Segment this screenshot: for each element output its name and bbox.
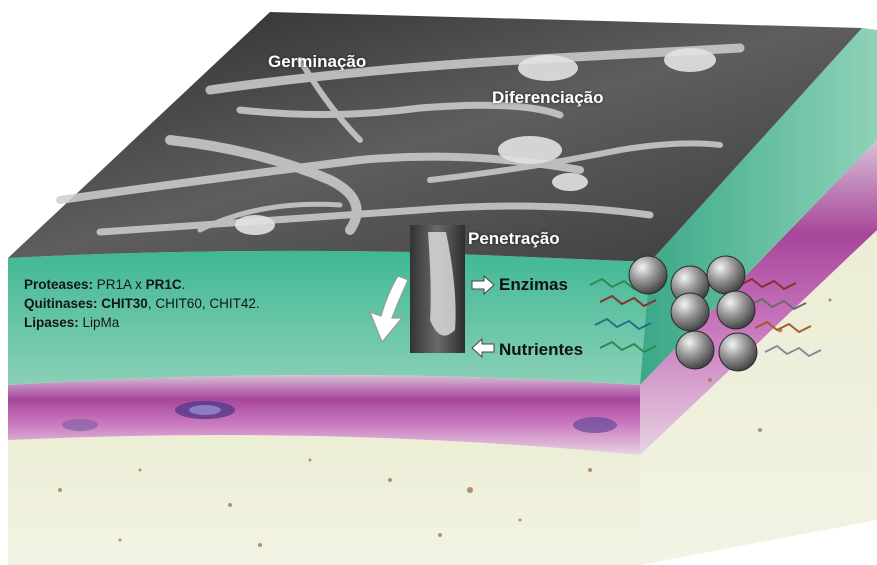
- legend-quitinases: Quitinases: CHIT30, CHIT60, CHIT42.: [24, 294, 260, 313]
- enzyme-sphere-icon: [671, 293, 709, 331]
- legend-lipases: Lipases: LipMa: [24, 313, 260, 332]
- label-diferenciacao: Diferenciação: [492, 88, 604, 108]
- enzyme-sphere-icon: [629, 256, 667, 294]
- cell-nucleus: [573, 417, 617, 433]
- label-germinacao: Germinação: [268, 52, 366, 72]
- label-nutrientes: Nutrientes: [499, 340, 583, 360]
- enzyme-sphere-icon: [717, 291, 755, 329]
- enzyme-legend: Proteases: PR1A x PR1C. Quitinases: CHIT…: [24, 275, 260, 332]
- legend-proteases: Proteases: PR1A x PR1C.: [24, 275, 260, 294]
- label-penetracao: Penetração: [468, 229, 560, 249]
- label-enzimas: Enzimas: [499, 275, 568, 295]
- enzyme-sphere-icon: [676, 331, 714, 369]
- enzyme-sphere-icon: [719, 333, 757, 371]
- enzyme-sphere-icon: [707, 256, 745, 294]
